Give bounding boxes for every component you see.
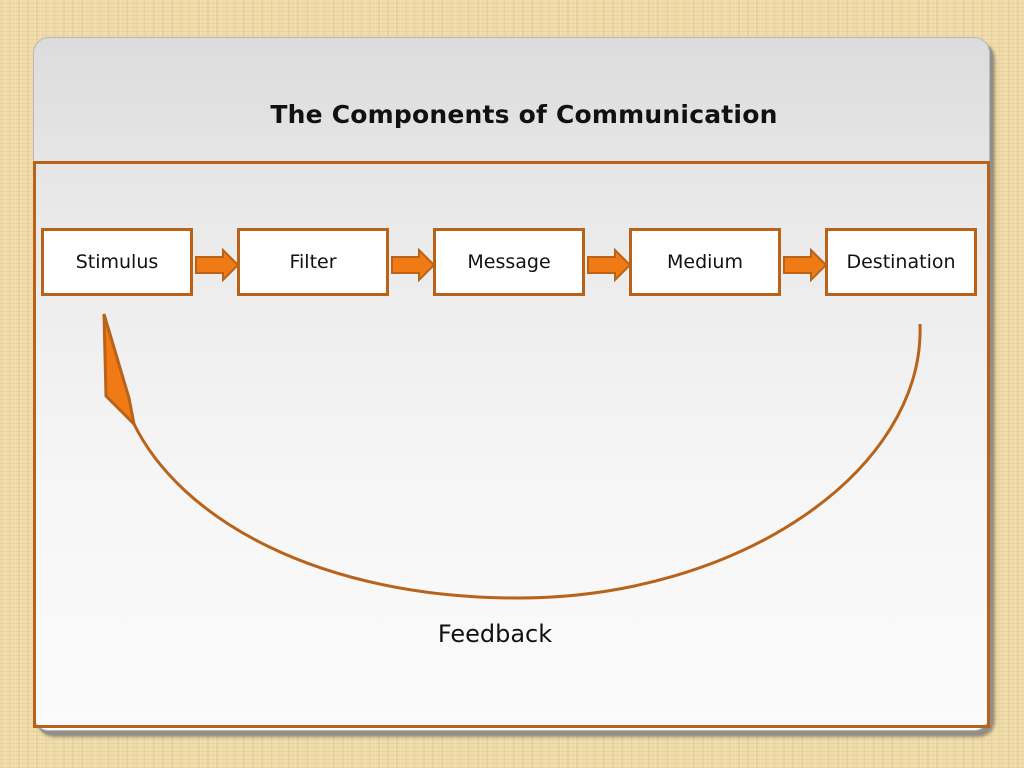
step-medium: Medium xyxy=(629,228,781,296)
step-filter: Filter xyxy=(237,228,389,296)
slide-title: The Components of Communication xyxy=(270,100,778,129)
step-destination: Destination xyxy=(825,228,977,296)
feedback-curve xyxy=(131,323,922,600)
step-stimulus: Stimulus xyxy=(41,228,193,296)
arrow-filter-to-message xyxy=(391,247,436,283)
diagram-frame xyxy=(33,161,990,728)
feedback-arrowhead xyxy=(102,313,137,429)
arrow-medium-to-destination xyxy=(783,247,828,283)
feedback-label: Feedback xyxy=(437,620,553,648)
step-message: Message xyxy=(433,228,585,296)
slide-panel xyxy=(33,37,990,731)
arrow-stimulus-to-filter xyxy=(195,247,240,283)
arrow-message-to-medium xyxy=(587,247,632,283)
